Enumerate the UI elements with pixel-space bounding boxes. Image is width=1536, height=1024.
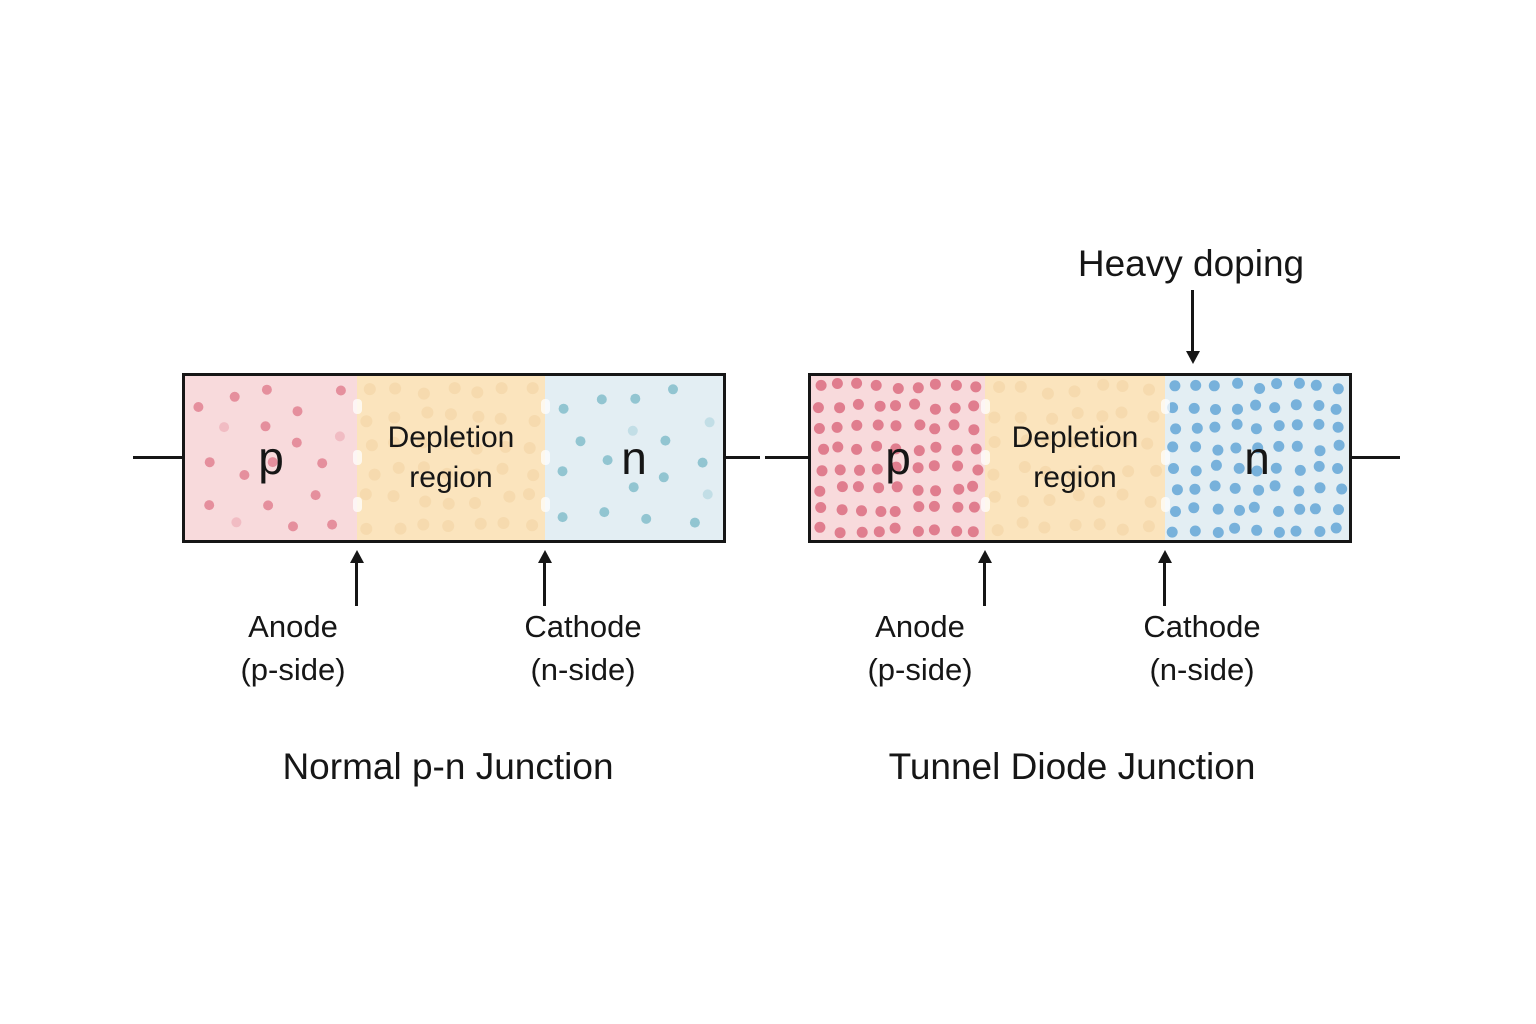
junction-boundary-notch: [352, 398, 362, 414]
n-region-label: n: [1244, 432, 1270, 484]
junction-boundary-notch: [352, 497, 362, 513]
depletion-label-line2: region: [1033, 461, 1117, 494]
anode-pointer-arrow: [977, 550, 992, 606]
cathode-pointer-arrow: [1157, 550, 1172, 606]
anode-label: Anode (p-side): [867, 606, 972, 692]
p-region: p: [185, 376, 357, 540]
anode-name: Anode: [248, 609, 338, 644]
diagram-title: Normal p-n Junction: [282, 746, 614, 787]
depletion-region: Depletion region: [357, 376, 545, 540]
p-doping-dots: [812, 377, 984, 539]
depletion-region: Depletion region: [985, 376, 1165, 540]
junction-boundary-notch: [352, 449, 362, 465]
anode-label: Anode (p-side): [240, 606, 345, 692]
n-region: n: [545, 376, 723, 540]
cathode-wire: [1352, 456, 1400, 459]
diagram-title: Tunnel Diode Junction: [888, 746, 1256, 787]
anode-side: (p-side): [867, 651, 973, 687]
cathode-label: Cathode (n-side): [524, 606, 641, 692]
depletion-label-line1: Depletion: [387, 420, 515, 454]
cathode-wire: [726, 456, 760, 459]
junction-body: p Depletion region n: [182, 373, 726, 543]
anode-pointer-arrow: [349, 550, 364, 606]
depletion-region-label: Depletion region: [1012, 418, 1139, 499]
cathode-name: Cathode: [524, 609, 642, 644]
junction-body: p Depletion region n: [808, 373, 1352, 543]
cathode-name: Cathode: [1143, 609, 1261, 644]
p-doping-dots: [193, 384, 346, 532]
n-region-label: n: [621, 432, 647, 484]
cathode-side: (n-side): [530, 651, 636, 687]
junction-boundary-notch: [540, 497, 550, 513]
cathode-side: (n-side): [1149, 651, 1255, 687]
depletion-faint-dots: [359, 382, 541, 535]
anode-wire: [133, 456, 182, 459]
junction-boundary-notch: [1160, 398, 1170, 414]
n-region: n: [1165, 376, 1349, 540]
junction-boundary-notch: [540, 449, 550, 465]
junction-boundary-notch: [1160, 449, 1170, 465]
n-doping-dots: [1166, 377, 1348, 538]
junction-boundary-notch: [980, 497, 990, 513]
depletion-faint-dots: [987, 378, 1163, 537]
junction-boundary-notch: [980, 449, 990, 465]
heavy-doping-arrow: [1185, 290, 1200, 364]
junction-boundary-notch: [980, 398, 990, 414]
depletion-label-line1: Depletion: [1011, 420, 1139, 454]
anode-side: (p-side): [240, 651, 346, 687]
tunnel-diode-junction-diagram: Heavy doping p Depletion region n: [765, 240, 1405, 820]
cathode-pointer-arrow: [537, 550, 552, 606]
depletion-region-label: Depletion region: [388, 418, 515, 499]
p-region: p: [811, 376, 985, 540]
heavy-doping-label: Heavy doping: [1077, 243, 1305, 284]
depletion-label-line2: region: [409, 461, 493, 494]
junction-boundary-notch: [540, 398, 550, 414]
anode-wire: [765, 456, 808, 459]
junction-boundary-notch: [1160, 497, 1170, 513]
anode-name: Anode: [875, 609, 965, 644]
p-region-label: p: [885, 432, 911, 484]
p-region-label: p: [258, 432, 284, 484]
n-doping-dots: [557, 384, 715, 528]
normal-pn-junction-diagram: p Depletion region n Anode (p-side) Cath…: [133, 240, 763, 820]
cathode-label: Cathode (n-side): [1143, 606, 1260, 692]
